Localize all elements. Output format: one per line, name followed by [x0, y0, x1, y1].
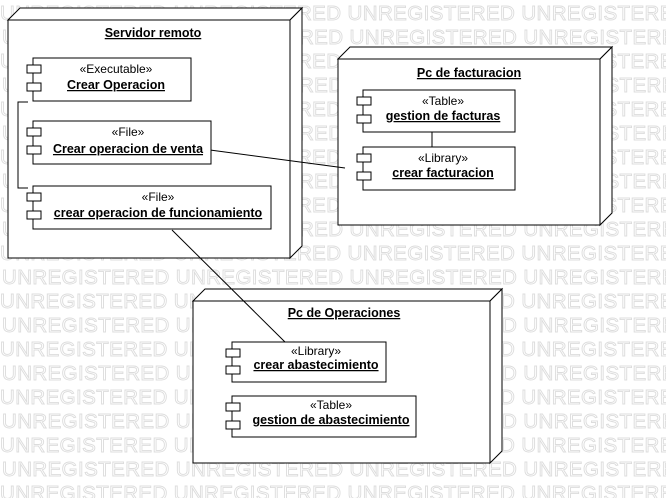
node-title: Pc de Operaciones: [288, 306, 401, 320]
component-name: crear facturacion: [392, 166, 493, 180]
component-name: Crear Operacion: [67, 78, 165, 92]
component-name: crear operacion de funcionamiento: [54, 206, 263, 220]
component-stereotype: «Library»: [418, 151, 468, 165]
component-name: gestion de abastecimiento: [253, 413, 410, 427]
dependency-bracket: [17, 101, 28, 189]
component-crear-abastecimiento[interactable]: «Library» crear abastecimiento: [225, 341, 387, 383]
node-pc-de-facturacion[interactable]: Pc de facturacion: [336, 45, 614, 227]
component-crear-operacion-de-venta[interactable]: «File» Crear operacion de venta: [26, 120, 212, 165]
component-crear-operacion-de-funcionamiento[interactable]: «File» crear operacion de funcionamiento: [26, 185, 272, 230]
component-name: gestion de facturas: [386, 109, 501, 123]
component-crear-facturacion[interactable]: «Library» crear facturacion: [356, 146, 516, 191]
component-name: Crear operacion de venta: [53, 142, 204, 156]
component-stereotype: «Library»: [291, 344, 341, 358]
component-gestion-de-abastecimiento[interactable]: «Table» gestion de abastecimiento: [225, 395, 417, 438]
component-stereotype: «Table»: [310, 398, 352, 412]
component-crear-operacion[interactable]: «Executable» Crear Operacion: [26, 57, 192, 102]
link-funcionamiento-abastecimiento: [171, 229, 286, 343]
component-gestion-de-facturas[interactable]: «Table» gestion de facturas: [356, 89, 516, 133]
component-stereotype: «File»: [112, 125, 145, 139]
link-venta-facturacion: [209, 149, 346, 169]
component-stereotype: «File»: [142, 190, 175, 204]
node-title: Pc de facturacion: [417, 66, 521, 80]
component-stereotype: «Executable»: [80, 62, 153, 76]
component-stereotype: «Table»: [422, 94, 464, 108]
node-title: Servidor remoto: [105, 26, 202, 40]
component-name: crear abastecimiento: [253, 358, 378, 372]
